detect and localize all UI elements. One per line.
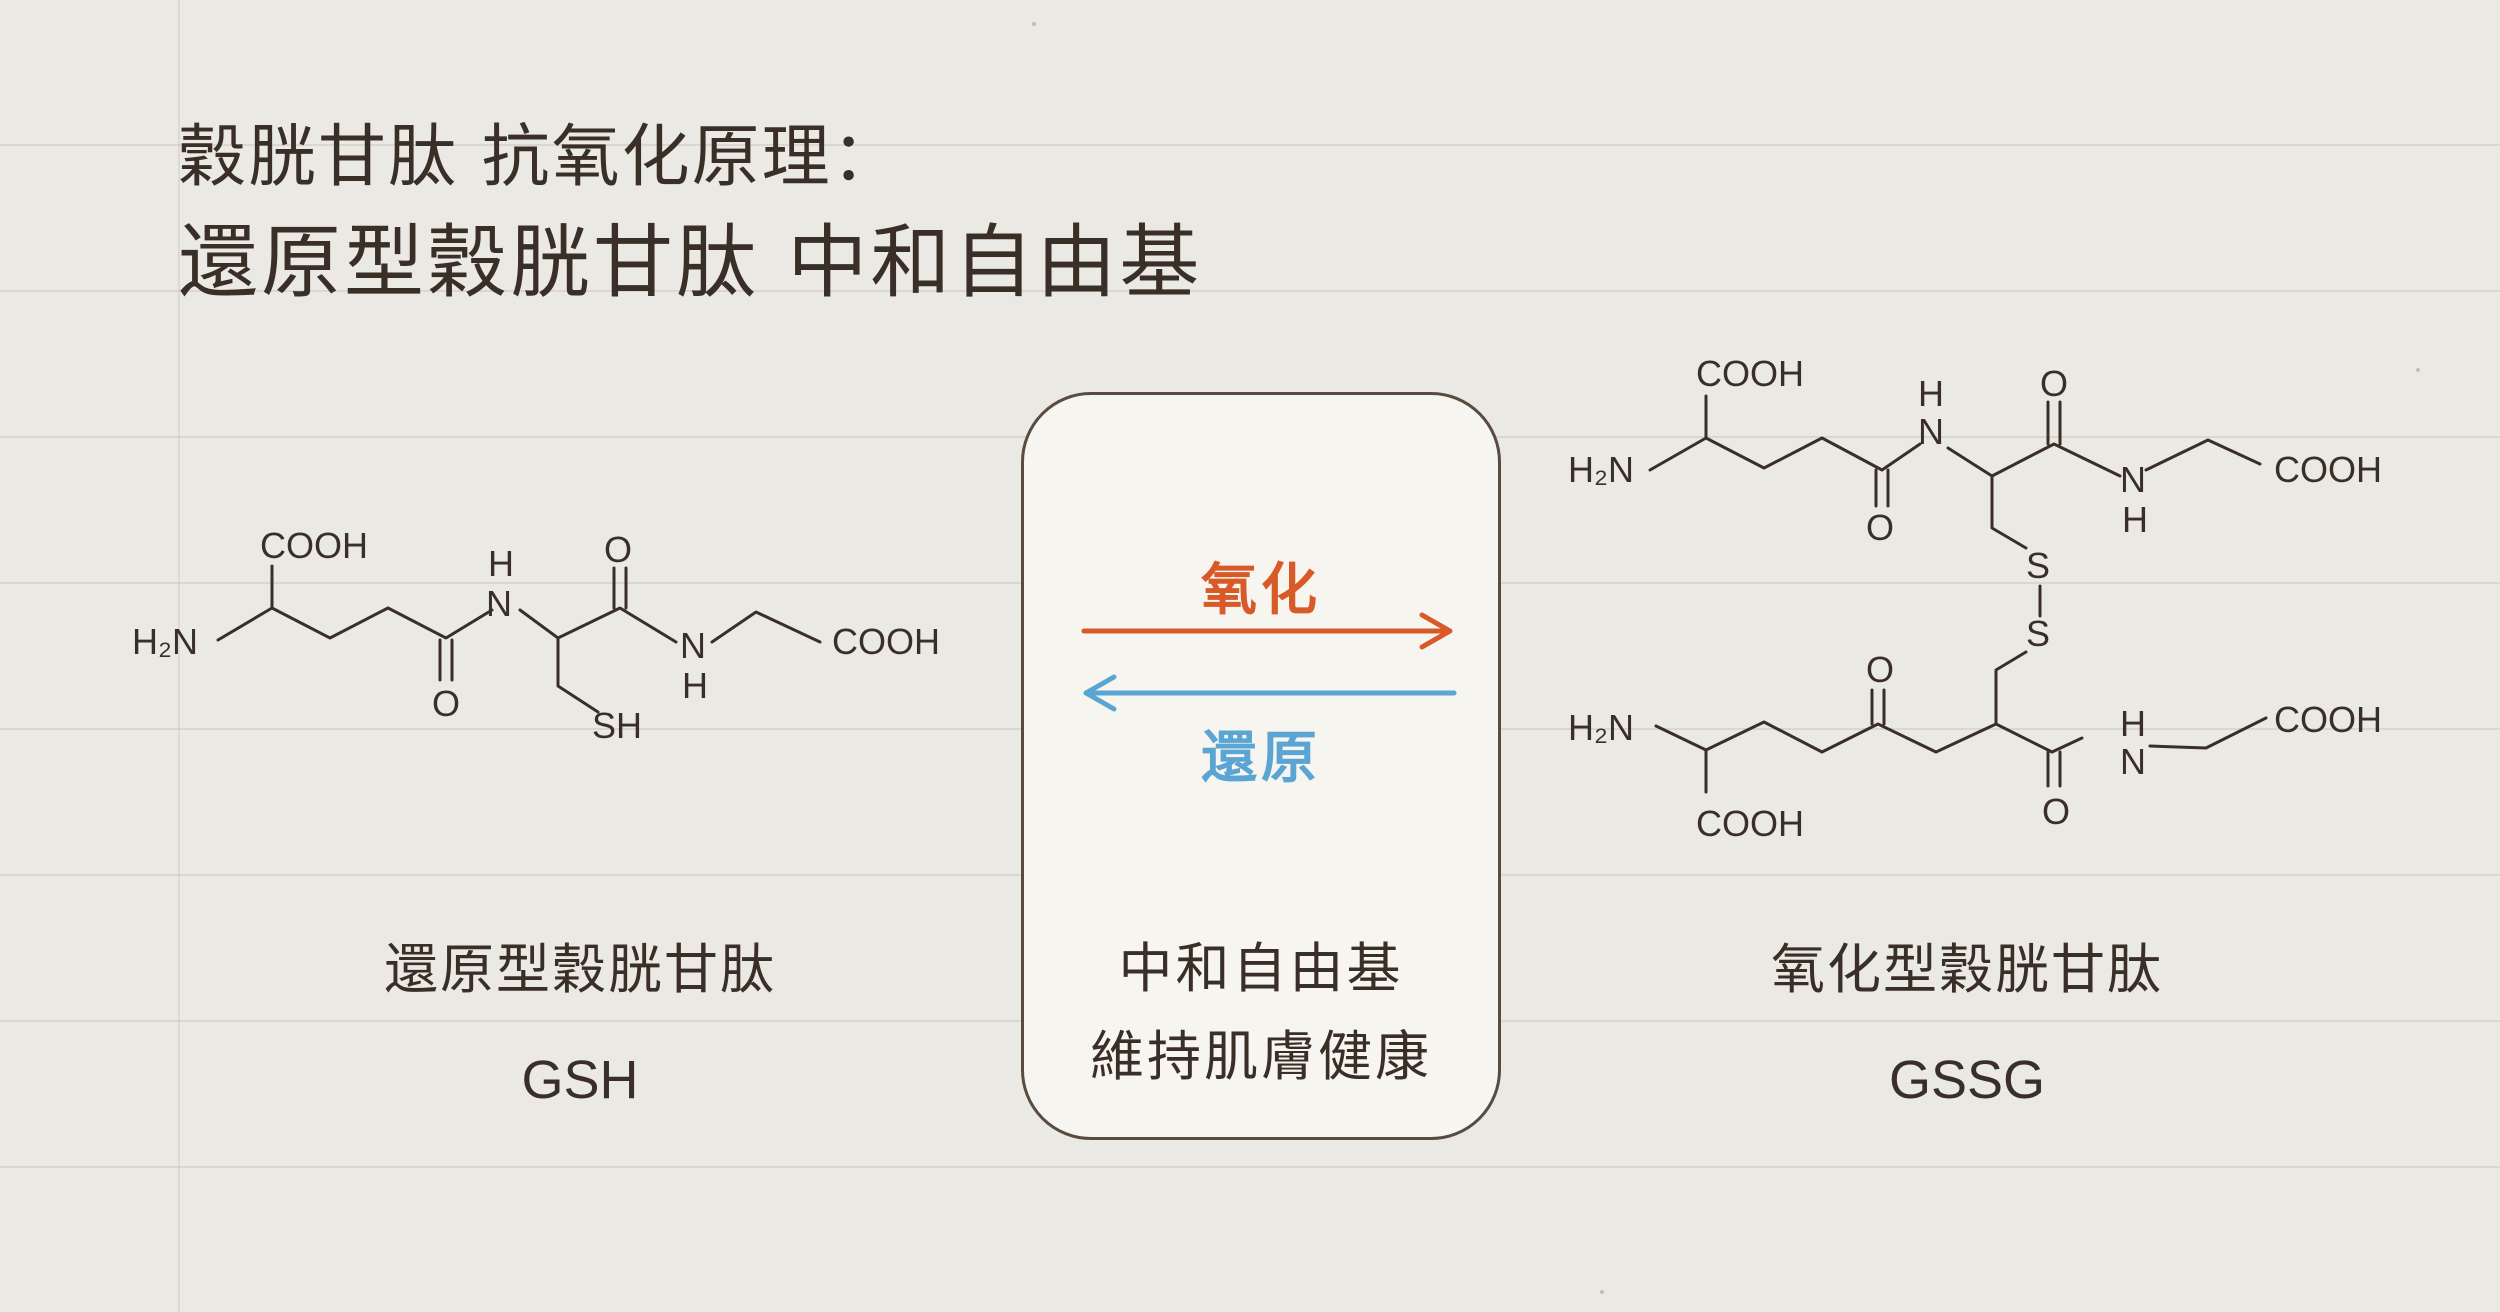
gsh-sh-bond (556, 636, 600, 714)
gssg-label: O (2042, 791, 2070, 832)
gssg-label: N (2120, 741, 2146, 782)
gssg-label: COOH (1696, 803, 1804, 844)
gsh-carbonyl-bond-2 (612, 566, 628, 610)
gssg-label: H₂N (1568, 449, 1634, 490)
gsh-carbonyl-bond-1 (438, 638, 454, 682)
gssg-top-carbonyl-2 (2046, 400, 2062, 446)
gsh-backbone-left (216, 606, 494, 642)
gsh-label: H₂N (132, 621, 198, 662)
gsh-label: H (682, 665, 708, 706)
gsh-label: COOH (832, 621, 940, 662)
gssg-label: H (1918, 373, 1944, 414)
redox-box: 氧化 還原 中和自由基 維持肌膚健康 (1021, 392, 1501, 1140)
gsh-backbone-mid (518, 606, 678, 644)
gsh-backbone-right (710, 610, 822, 644)
gssg-label: H₂N (1568, 707, 1634, 748)
gssg-label: COOH (2274, 449, 2382, 490)
reduction-label: 還原 (1201, 726, 1321, 791)
gssg-bottom-carbonyl-1 (1870, 688, 1886, 726)
redox-arrows (1081, 612, 1457, 712)
paper-speck (1032, 22, 1036, 26)
gssg-label: H (2120, 703, 2146, 744)
gssg-label: N (1918, 411, 1944, 452)
gsh-abbr: GSH (521, 1050, 639, 1110)
page-title: 穀胱甘肽 抗氧化原理： 還原型穀胱甘肽 中和自由基 (178, 108, 1202, 318)
gssg-label: COOH (1696, 353, 1804, 394)
gssg-label: S (2026, 545, 2050, 586)
gssg-label: S (2026, 613, 2050, 654)
paper-speck (2416, 368, 2420, 372)
gssg-label: H (2122, 499, 2148, 540)
gsh-caption: 還原型穀胱甘肽 GSH (280, 930, 880, 1120)
margin-line (178, 0, 180, 1313)
paper-speck (1600, 1290, 1604, 1294)
gssg-bottom-carbonyl-2 (2046, 750, 2062, 788)
title-line-1: 穀胱甘肽 抗氧化原理： (178, 118, 902, 197)
gssg-top-backbone-mid (1946, 442, 2122, 478)
gssg-bottom-backbone-right (2148, 716, 2268, 750)
redox-description-line-1: 中和自由基 (1118, 937, 1404, 1000)
gsh-label: O (432, 683, 460, 724)
gssg-bottom-backbone (1654, 720, 2084, 754)
gssg-label: COOH (2274, 699, 2382, 740)
oxidation-label: 氧化 (1201, 558, 1321, 623)
gsh-label: COOH (260, 525, 368, 566)
gssg-top-carbonyl-1 (1874, 468, 1890, 508)
gsh-label: N (680, 625, 706, 666)
gssg-structure: COOH H₂N H N O O N H COOH S S H₂N O H N … (1560, 340, 2440, 860)
gssg-top-s-bond (1990, 474, 2028, 550)
gsh-structure-svg: COOH H₂N H N O O N H COOH SH (132, 525, 940, 746)
gssg-caption: 氧化型穀胱甘肽 GSSG (1667, 930, 2267, 1120)
gssg-top-backbone-right (2144, 438, 2262, 472)
redox-description-line-2: 維持肌膚健康 (1090, 1025, 1432, 1088)
gssg-bottom-s-bond (1994, 650, 2028, 726)
gsh-label: N (486, 583, 512, 624)
title-line-2: 還原型穀胱甘肽 中和自由基 (178, 216, 1203, 309)
gssg-abbr: GSSG (1888, 1050, 2046, 1110)
reduction-arrow (1083, 674, 1457, 712)
gssg-label: N (2120, 459, 2146, 500)
gssg-structure-svg: COOH H₂N H N O O N H COOH S S H₂N O H N … (1568, 353, 2382, 844)
gsh-label: O (604, 529, 632, 570)
gssg-label: O (1866, 507, 1894, 548)
oxidation-arrow (1081, 612, 1453, 650)
gssg-top-backbone-left (1648, 436, 1922, 472)
gssg-label: O (1866, 649, 1894, 690)
gsh-label: SH (592, 705, 642, 746)
redox-description: 中和自由基 維持肌膚健康 (1024, 925, 1498, 1101)
gssg-label: O (2040, 363, 2068, 404)
gssg-name: 氧化型穀胱甘肽 (1771, 938, 2163, 1001)
gsh-structure: COOH H₂N H N O O N H COOH SH (120, 510, 1000, 770)
gsh-label: H (488, 543, 514, 584)
gsh-name: 還原型穀胱甘肽 (384, 938, 776, 1001)
